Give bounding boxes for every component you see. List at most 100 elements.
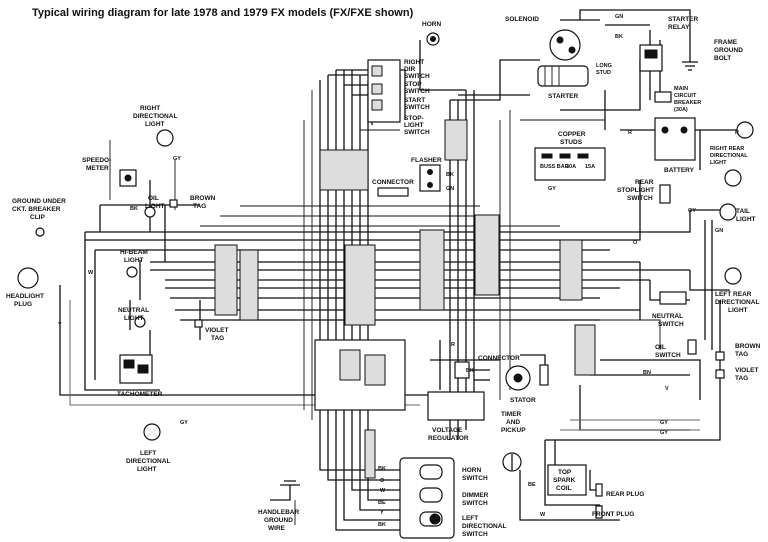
svg-text:SWITCH: SWITCH — [627, 195, 653, 202]
svg-text:REAR PLUG: REAR PLUG — [606, 491, 644, 498]
svg-text:SWITCH: SWITCH — [658, 321, 684, 328]
svg-text:CONNECTOR: CONNECTOR — [478, 355, 520, 362]
tachometer: TACHOMETER — [117, 354, 163, 398]
flasher: FLASHER — [411, 157, 442, 192]
svg-text:TAG: TAG — [735, 351, 748, 358]
svg-text:RIGHT: RIGHT — [404, 59, 424, 66]
svg-text:BK: BK — [615, 34, 623, 40]
svg-text:R: R — [451, 342, 455, 348]
svg-text:GY: GY — [548, 186, 556, 192]
svg-text:LIGHT: LIGHT — [404, 122, 424, 129]
svg-text:DIRECTIONAL: DIRECTIONAL — [462, 523, 506, 530]
svg-text:STOPLIGHT: STOPLIGHT — [617, 187, 654, 194]
svg-text:LIGHT: LIGHT — [145, 121, 165, 128]
svg-text:BOLT: BOLT — [714, 55, 731, 62]
frame-ground: FRAME GROUND BOLT — [682, 39, 743, 71]
svg-text:CKT. BREAKER: CKT. BREAKER — [12, 206, 61, 213]
svg-text:15A: 15A — [585, 164, 595, 170]
svg-text:W: W — [88, 270, 94, 276]
svg-text:COIL: COIL — [556, 485, 572, 492]
handlebar-switch-block-top: RIGHT DIR SWITCH STOP SWITCH START SWITC… — [367, 59, 430, 136]
svg-text:STOP: STOP — [404, 81, 422, 88]
svg-text:STARTER: STARTER — [668, 16, 699, 23]
connector-blocks — [214, 119, 596, 479]
svg-text:BE: BE — [528, 482, 536, 488]
svg-text:COPPER: COPPER — [558, 131, 586, 138]
svg-text:PICKUP: PICKUP — [501, 427, 526, 434]
svg-text:GY: GY — [180, 420, 188, 426]
svg-text:SWITCH: SWITCH — [462, 500, 488, 507]
svg-text:LIGHT: LIGHT — [124, 315, 144, 322]
svg-text:30A: 30A — [566, 164, 576, 170]
svg-text:LEFT REAR: LEFT REAR — [715, 291, 752, 298]
oil-switch: OIL SWITCH — [655, 339, 697, 359]
left-rear-directional-light: LEFT REAR DIRECTIONAL LIGHT — [715, 267, 759, 314]
svg-text:SWITCH: SWITCH — [404, 88, 430, 95]
svg-text:RIGHT REAR: RIGHT REAR — [710, 146, 744, 152]
svg-text:AND: AND — [506, 419, 520, 426]
svg-text:SWITCH: SWITCH — [404, 73, 430, 80]
svg-text:SWITCH: SWITCH — [404, 104, 430, 111]
svg-text:O: O — [380, 478, 385, 484]
svg-text:BN: BN — [643, 370, 651, 376]
connector-mid: CONNECTOR — [454, 355, 520, 379]
svg-text:LIGHT: LIGHT — [145, 203, 165, 210]
svg-text:TOP: TOP — [558, 469, 572, 476]
svg-text:CIRCUIT: CIRCUIT — [674, 93, 697, 99]
svg-text:HORN: HORN — [462, 467, 481, 474]
brown-tag-right: BROWN TAG — [715, 343, 761, 361]
svg-text:STOP-: STOP- — [404, 115, 424, 122]
svg-text:SWITCH: SWITCH — [655, 352, 681, 359]
svg-text:SWITCH: SWITCH — [404, 129, 430, 136]
violet-tag-right: VIOLET TAG — [715, 367, 759, 382]
svg-text:STATOR: STATOR — [510, 397, 536, 404]
rear-stoplight-switch: REAR STOPLIGHT SWITCH — [617, 179, 671, 204]
svg-text:HI-BEAM: HI-BEAM — [120, 249, 148, 256]
handlebar-switch-block-bottom: HORN SWITCH DIMMER SWITCH LEFT DIRECTION… — [399, 457, 506, 539]
svg-text:GN: GN — [446, 186, 454, 192]
svg-text:STUD: STUD — [596, 70, 611, 76]
svg-text:TACHOMETER: TACHOMETER — [117, 391, 163, 398]
svg-text:TAG: TAG — [735, 375, 748, 382]
svg-text:DIRECTIONAL: DIRECTIONAL — [133, 113, 177, 120]
oil-light: OIL LIGHT — [144, 195, 165, 218]
neutral-switch: NEUTRAL SWITCH — [652, 291, 687, 328]
brown-tag-left: BROWN TAG — [169, 195, 216, 210]
svg-text:DIRECTIONAL: DIRECTIONAL — [126, 458, 170, 465]
svg-text:PLUG: PLUG — [14, 301, 32, 308]
svg-text:R: R — [628, 130, 632, 136]
svg-text:LIGHT: LIGHT — [710, 160, 727, 166]
svg-text:WIRE: WIRE — [268, 525, 286, 532]
timer-and-pickup: TIMER AND PICKUP — [501, 411, 526, 472]
right-rear-bulb — [724, 169, 742, 187]
handlebar-ground-wire: HANDLEBAR GROUND WIRE — [258, 480, 300, 532]
right-directional-light: RIGHT DIRECTIONAL LIGHT — [133, 105, 177, 147]
hi-beam-light: HI-BEAM LIGHT — [120, 249, 148, 278]
svg-text:SPEEDO-: SPEEDO- — [82, 157, 111, 164]
rear-plug: REAR PLUG — [595, 483, 644, 498]
diagram-title: Typical wiring diagram for late 1978 and… — [32, 7, 414, 19]
svg-text:LIGHT: LIGHT — [124, 257, 144, 264]
svg-text:NEUTRAL: NEUTRAL — [652, 313, 683, 320]
svg-text:W: W — [380, 488, 386, 494]
svg-text:START: START — [404, 97, 425, 104]
svg-text:REGULATOR: REGULATOR — [428, 435, 469, 442]
svg-text:OIL: OIL — [655, 344, 666, 351]
spark-coil: TOP SPARK COIL — [547, 464, 587, 496]
svg-text:DIMMER: DIMMER — [462, 492, 489, 499]
svg-text:TIMER: TIMER — [501, 411, 522, 418]
svg-text:MAIN: MAIN — [674, 86, 688, 92]
right-rear-directional-light: RIGHT REAR DIRECTIONAL LIGHT — [710, 121, 754, 166]
svg-text:V: V — [665, 386, 669, 392]
svg-text:TAG: TAG — [211, 335, 224, 342]
svg-text:GROUND UNDER: GROUND UNDER — [12, 198, 66, 205]
wiring-harness — [59, 9, 745, 531]
svg-text:TAG: TAG — [193, 203, 206, 210]
svg-text:LIGHT: LIGHT — [728, 307, 748, 314]
svg-text:TAIL: TAIL — [736, 208, 750, 215]
svg-text:DIRECTIONAL: DIRECTIONAL — [715, 299, 759, 306]
svg-text:BREAKER: BREAKER — [674, 100, 701, 106]
svg-text:BK: BK — [466, 368, 474, 374]
connector-top: CONNECTOR — [372, 179, 414, 197]
svg-text:BE: BE — [378, 500, 386, 506]
